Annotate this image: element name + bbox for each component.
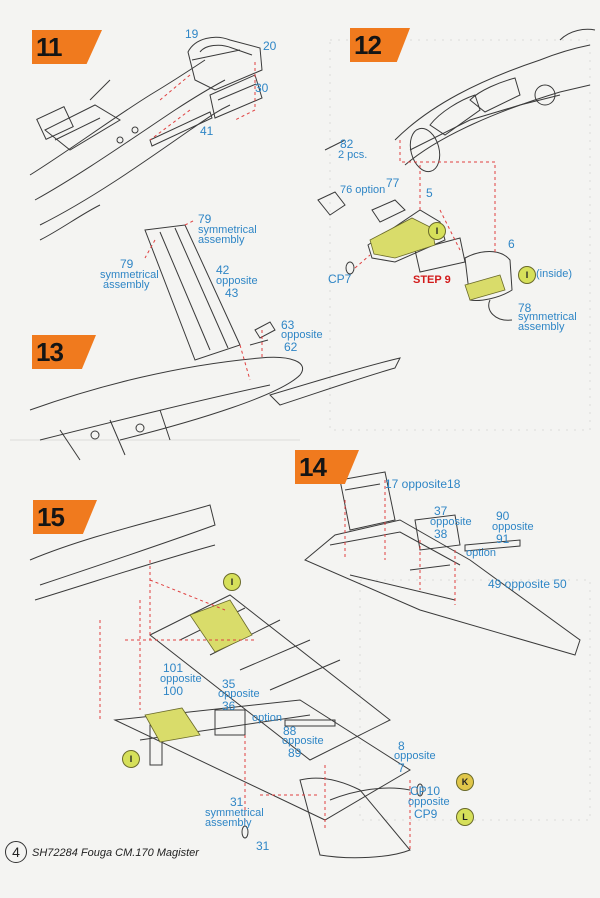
step12-yellow-parts xyxy=(369,217,506,301)
page-number: 4 xyxy=(5,841,27,863)
part-label-77: 77 xyxy=(386,176,400,190)
part-label-5: 5 xyxy=(426,186,433,200)
paint-code-i-icon: I xyxy=(122,750,140,768)
part-label-17-18: 17 opposite18 xyxy=(385,477,461,491)
part-78-note: symmetrical xyxy=(518,311,577,323)
part-label-76-option: 76 option xyxy=(340,184,386,196)
part-82-quantity: 2 pcs. xyxy=(338,149,368,161)
part-label-7: 7 xyxy=(398,761,405,775)
part-label-6: 6 xyxy=(508,237,515,251)
step13-drawing xyxy=(29,224,401,461)
part-79-top-note: symmetrical xyxy=(198,224,257,236)
inside-note: (inside) xyxy=(536,268,573,280)
part-63-opposite: opposite xyxy=(281,329,323,341)
step15-guides xyxy=(99,560,411,850)
step-9-reference: STEP 9 xyxy=(413,274,451,286)
part-90-opposite: opposite xyxy=(492,521,534,533)
part-31-note: symmetrical xyxy=(205,807,264,819)
part-label-88: 88 xyxy=(283,724,297,738)
part-label-38: 38 xyxy=(434,527,448,541)
paint-code-i-icon: I xyxy=(223,573,241,591)
step11-guides xyxy=(149,62,256,141)
part-label-91: 91 xyxy=(496,532,510,546)
part-79-left-note-2: assembly xyxy=(103,279,150,291)
part-31-note-2: assembly xyxy=(205,817,252,829)
part-label-41: 41 xyxy=(200,124,214,138)
part-label-8: 8 xyxy=(398,739,405,753)
background-watermark xyxy=(10,39,591,821)
paint-code-k-icon: K xyxy=(456,773,474,791)
part-option-label: option xyxy=(252,712,282,724)
part-101-opposite: opposite xyxy=(160,673,202,685)
step12-guides xyxy=(354,140,496,269)
part-label-90: 90 xyxy=(496,509,510,523)
part-label-49-50: 49 opposite 50 xyxy=(488,577,567,591)
part-label-20: 20 xyxy=(263,39,277,53)
part-label-100: 100 xyxy=(163,684,184,698)
part-35-opposite: opposite xyxy=(218,688,260,700)
paint-code-l-icon: L xyxy=(456,808,474,826)
part-label-cp9: CP9 xyxy=(414,807,438,821)
step13-guides xyxy=(144,219,263,381)
part-label-19: 19 xyxy=(185,27,199,41)
part-label-30: 30 xyxy=(255,81,269,95)
part-78-note-2: assembly xyxy=(518,321,565,333)
step-number: 11 xyxy=(36,32,62,62)
step-badge-12: 12 xyxy=(350,28,410,62)
part-label-78: 78 xyxy=(518,301,532,315)
step12-drawing xyxy=(317,28,596,321)
paint-code-i-icon: I xyxy=(518,266,536,284)
step-number: 14 xyxy=(299,452,327,482)
part-42-opposite: opposite xyxy=(216,275,258,287)
step15-yellow-parts xyxy=(144,599,253,743)
part-label-79-left: 79 xyxy=(120,257,134,271)
part-label-89: 89 xyxy=(288,746,302,760)
part-37-opposite: opposite xyxy=(430,516,472,528)
part-79-left-note: symmetrical xyxy=(100,269,159,281)
part-label-37: 37 xyxy=(434,504,448,518)
part-label-101: 101 xyxy=(163,661,184,675)
step11-drawing xyxy=(29,36,263,241)
part-label-43: 43 xyxy=(225,286,239,300)
part-label-cp7: CP7 xyxy=(328,272,352,286)
step14-guides xyxy=(344,480,456,605)
part-label-62: 62 xyxy=(284,340,298,354)
part-label-63: 63 xyxy=(281,318,295,332)
part-label-cp10: CP10 xyxy=(410,784,441,798)
part-label-79-top: 79 xyxy=(198,212,212,226)
step-number: 12 xyxy=(354,30,382,60)
part-label-31-upper: 31 xyxy=(230,795,244,809)
part-option-label: option xyxy=(466,547,496,559)
part-label-82: 82 xyxy=(340,137,354,151)
part-label-31-lower: 31 xyxy=(256,839,270,853)
part-label-36: 36 xyxy=(222,699,236,713)
kit-title: SH72284 Fouga CM.170 Magister xyxy=(32,847,199,859)
step-number: 15 xyxy=(37,502,65,532)
step14-drawing xyxy=(304,471,581,656)
part-88-opposite: opposite xyxy=(282,735,324,747)
part-label-35: 35 xyxy=(222,677,236,691)
part-79-top-note-2: assembly xyxy=(198,234,245,246)
part-cp10-opposite: opposite xyxy=(408,796,450,808)
part-label-42: 42 xyxy=(216,263,230,277)
step-number: 13 xyxy=(36,337,64,367)
part-8-opposite: opposite xyxy=(394,750,436,762)
paint-code-i-icon: I xyxy=(428,222,446,240)
